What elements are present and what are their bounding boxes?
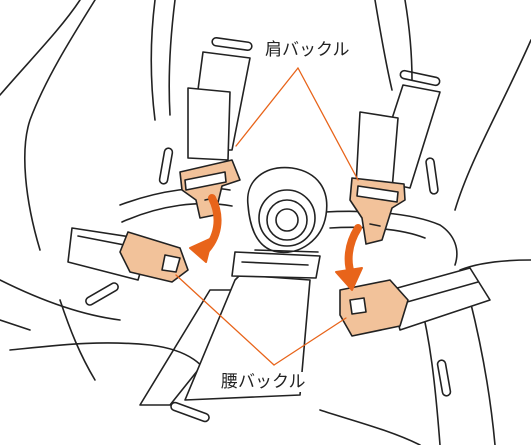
leader-lines (175, 67, 359, 366)
left-shoulder-buckle (179, 159, 241, 219)
release-button (247, 166, 328, 254)
left-shoulder-strap (187, 36, 253, 161)
left-waist-buckle (119, 231, 189, 283)
right-shoulder-strap (355, 69, 441, 191)
crotch-strap (139, 251, 321, 406)
insert-arrow-right (335, 224, 363, 291)
right-shoulder-buckle (349, 177, 406, 245)
shoulder-buckle-label: 肩バックル (262, 40, 353, 60)
right-waist-buckle (339, 279, 409, 337)
insert-arrow-left (189, 194, 222, 263)
waist-buckle-label: 腰バックル (218, 372, 309, 392)
